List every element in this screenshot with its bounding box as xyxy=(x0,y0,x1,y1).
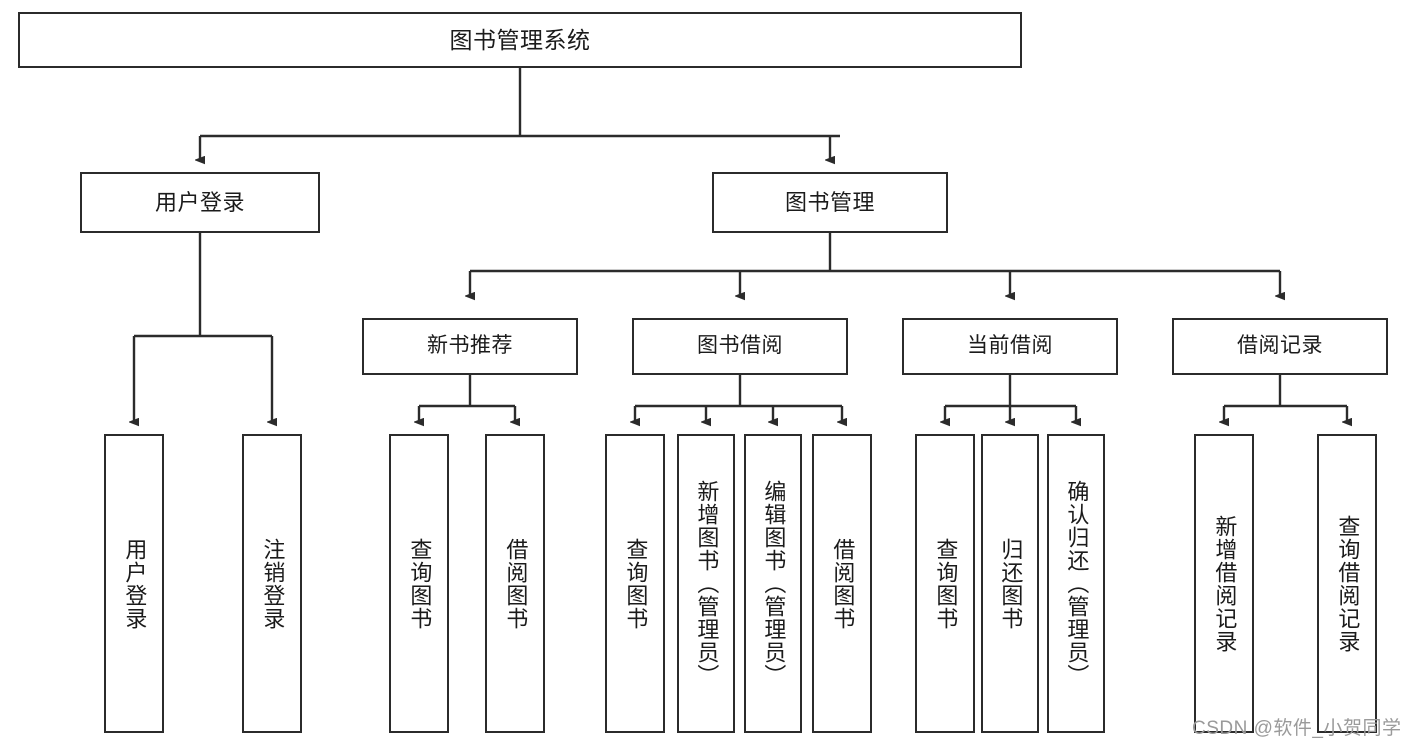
leaf-nb-borrow-book[interactable]: 借阅图书 xyxy=(485,434,545,733)
leaf-logout[interactable]: 注销登录 xyxy=(242,434,302,733)
leaf-br-add-record[interactable]: 新增借阅记录 xyxy=(1194,434,1254,733)
node-user-login[interactable]: 用户登录 xyxy=(80,172,320,233)
node-book-manage[interactable]: 图书管理 xyxy=(712,172,948,233)
leaf-bb-borrow-book[interactable]: 借阅图书 xyxy=(812,434,872,733)
node-current-borrow[interactable]: 当前借阅 xyxy=(902,318,1118,375)
leaf-br-query-record[interactable]: 查询借阅记录 xyxy=(1317,434,1377,733)
leaf-bb-add-book[interactable]: 新增图书（管理员） xyxy=(677,434,735,733)
leaf-bb-borrow-book-label: 借阅图书 xyxy=(830,537,856,630)
node-new-book-recommend[interactable]: 新书推荐 xyxy=(362,318,578,375)
leaf-br-add-record-label: 新增借阅记录 xyxy=(1212,514,1238,653)
leaf-bb-edit-book-label: 编辑图书（管理员） xyxy=(761,480,787,687)
leaf-cb-query-book-label: 查询图书 xyxy=(933,537,959,630)
leaf-nb-query-book[interactable]: 查询图书 xyxy=(389,434,449,733)
leaf-cb-return-book-label: 归还图书 xyxy=(998,537,1024,630)
node-book-borrow[interactable]: 图书借阅 xyxy=(632,318,848,375)
node-book-manage-label: 图书管理 xyxy=(784,189,875,215)
leaf-nb-query-book-label: 查询图书 xyxy=(407,537,433,630)
node-user-login-label: 用户登录 xyxy=(154,189,245,215)
leaf-user-login-label: 用户登录 xyxy=(122,537,148,630)
node-root-label: 图书管理系统 xyxy=(449,26,591,53)
csdn-watermark: CSDN @软件_小贺同学 xyxy=(1192,718,1402,739)
leaf-bb-edit-book[interactable]: 编辑图书（管理员） xyxy=(744,434,802,733)
node-book-borrow-label: 图书借阅 xyxy=(697,334,783,358)
node-current-borrow-label: 当前借阅 xyxy=(967,334,1053,358)
leaf-cb-return-book[interactable]: 归还图书 xyxy=(981,434,1039,733)
leaf-cb-confirm-return-label: 确认归还（管理员） xyxy=(1064,480,1090,687)
leaf-br-query-record-label: 查询借阅记录 xyxy=(1335,514,1361,653)
leaf-cb-confirm-return[interactable]: 确认归还（管理员） xyxy=(1047,434,1105,733)
leaf-nb-borrow-book-label: 借阅图书 xyxy=(503,537,529,630)
node-borrow-record-label: 借阅记录 xyxy=(1237,334,1323,358)
node-root[interactable]: 图书管理系统 xyxy=(18,12,1022,68)
node-new-book-recommend-label: 新书推荐 xyxy=(427,334,513,358)
leaf-logout-label: 注销登录 xyxy=(260,537,286,630)
leaf-bb-query-book[interactable]: 查询图书 xyxy=(605,434,665,733)
leaf-cb-query-book[interactable]: 查询图书 xyxy=(915,434,975,733)
leaf-bb-add-book-label: 新增图书（管理员） xyxy=(694,480,720,687)
leaf-user-login[interactable]: 用户登录 xyxy=(104,434,164,733)
leaf-bb-query-book-label: 查询图书 xyxy=(623,537,649,630)
node-borrow-record[interactable]: 借阅记录 xyxy=(1172,318,1388,375)
